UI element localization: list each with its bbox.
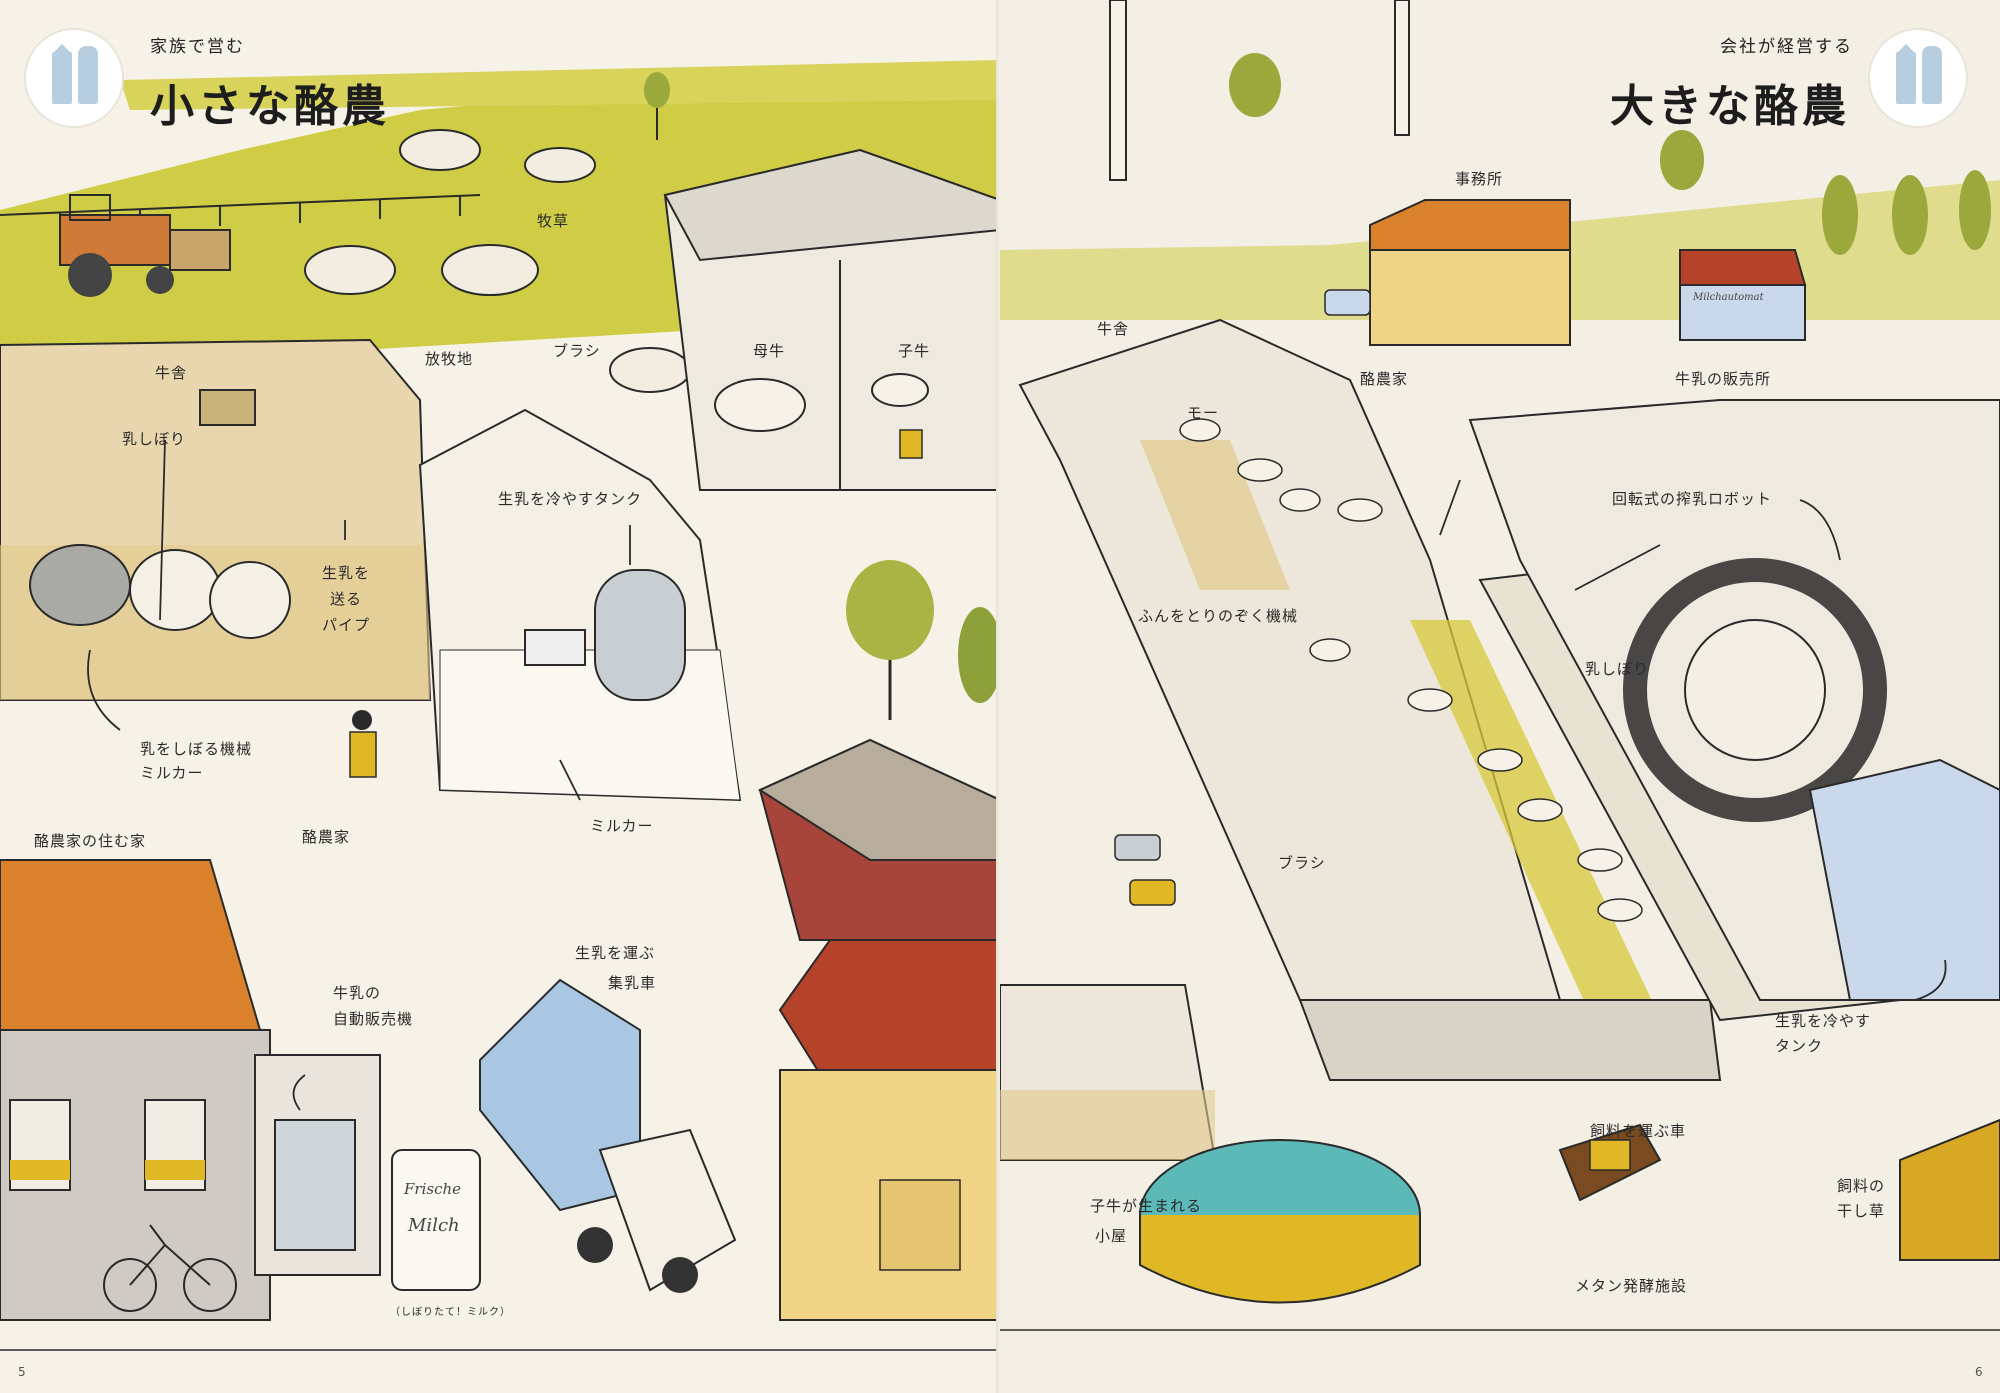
label-tank-line2: タンク xyxy=(1775,1037,1824,1055)
label-vending-line2: 自動販売機 xyxy=(333,1010,414,1028)
label-gyusha-right: 牛舎 xyxy=(1097,320,1130,338)
sign-word-frische: Frische xyxy=(404,1180,462,1198)
label-feed-truck: 飼料を運ぶ車 xyxy=(1590,1122,1687,1140)
label-pipe-line3: パイプ xyxy=(322,616,371,634)
farmer-figure xyxy=(349,710,377,778)
far-field xyxy=(120,60,1000,110)
calf-shed xyxy=(663,148,1000,491)
label-hay-line2: 干し草 xyxy=(1837,1202,1886,1220)
label-bokuso: 牧草 xyxy=(537,212,570,230)
label-vending-line1: 牛乳の xyxy=(333,984,382,1002)
label-chishibori-right: 乳しぼり xyxy=(1585,660,1650,678)
milk-sign-board xyxy=(391,1149,481,1291)
label-rakunouka-right: 酪農家 xyxy=(1360,370,1409,388)
tree-top xyxy=(644,72,670,140)
milk-bottle-icon xyxy=(78,46,98,104)
label-hahaushi: 母牛 xyxy=(753,342,786,360)
right-page-large-dairy: 会社が経営する 大きな酪農 事務所 Milchautomat 牛舎 酪農家 牛乳… xyxy=(1000,0,2000,1393)
label-house: 酪農家の住む家 xyxy=(34,832,147,850)
sign-caption: （しぼりたて！ミルク） xyxy=(390,1307,511,1318)
barn-cows xyxy=(1179,418,1643,922)
large-dairy-scene xyxy=(1000,0,2000,1331)
page-number-right: 6 xyxy=(1975,1365,1983,1379)
label-tank: 生乳を冷やすタンク xyxy=(498,490,643,508)
label-machine-line1: 乳をしぼる機械 xyxy=(140,740,253,758)
label-pipe-line1: 生乳を xyxy=(322,564,371,582)
label-tank-line1: 生乳を冷やす xyxy=(1775,1012,1872,1030)
tank-building xyxy=(1808,758,2000,1001)
label-moo: モー xyxy=(1187,404,1220,422)
tree-row xyxy=(1229,53,1991,255)
label-machine-line2: ミルカー xyxy=(140,764,204,782)
small-dairy-scene xyxy=(0,60,1000,1351)
label-truck-line2: 集乳車 xyxy=(608,974,657,992)
milk-collection-truck xyxy=(479,978,737,1293)
label-methane: メタン発酵施設 xyxy=(1575,1277,1688,1295)
label-koushi: 子牛 xyxy=(898,342,931,360)
right-subtitle: 会社が経営する xyxy=(1720,37,1853,57)
small-house-right xyxy=(778,939,1000,1321)
cars xyxy=(1114,289,1371,906)
milk-badge-left xyxy=(26,30,122,126)
label-shop: 牛乳の販売所 xyxy=(1675,370,1772,388)
barn-brown-roof xyxy=(757,738,1000,941)
label-pipe-line2: 送る xyxy=(330,590,363,608)
right-title: 大きな酪農 xyxy=(1610,81,1850,132)
left-page-small-dairy: 家族で営む 小さな酪農 牧草 放牧地 ブラシ 牛舎 乳しぼり 母牛 子牛 生乳を… xyxy=(0,0,1000,1393)
vending-booth xyxy=(254,1054,381,1276)
milk-room xyxy=(418,408,742,802)
label-chishibori: 乳しぼり xyxy=(122,430,187,448)
shop-sign-text: Milchautomat xyxy=(1693,292,1764,303)
farmhouse xyxy=(0,859,271,1321)
methane-tank xyxy=(1139,1139,1421,1304)
pasture-cows xyxy=(304,129,691,393)
pointer-arrows-right xyxy=(1439,479,1947,1001)
office-building xyxy=(1369,199,1571,346)
milk-badge-right xyxy=(1870,30,1966,126)
left-title: 小さな酪農 xyxy=(150,81,390,132)
trees-mid xyxy=(846,560,1000,720)
milk-bottle-icon xyxy=(1922,46,1942,104)
bicycle xyxy=(103,1224,237,1312)
label-fun: ふんをとりのぞく機械 xyxy=(1138,607,1299,625)
pasture-fence xyxy=(0,194,481,216)
page-number-left: 5 xyxy=(18,1365,26,1379)
milk-carton-icon xyxy=(52,52,72,104)
tractor xyxy=(59,194,231,297)
main-cowshed xyxy=(0,338,432,701)
label-robot: 回転式の搾乳ロボット xyxy=(1612,490,1773,508)
milk-shop xyxy=(1679,249,1807,341)
label-burashi: ブラシ xyxy=(553,342,601,360)
label-rakunouka: 酪農家 xyxy=(302,828,351,846)
label-truck-line1: 生乳を運ぶ xyxy=(575,944,656,962)
wind-turbines xyxy=(1109,0,1410,181)
pointer-arrows xyxy=(87,439,631,1111)
feed-truck xyxy=(1558,1123,1662,1202)
calf-barn xyxy=(1000,984,1217,1161)
label-hay-line1: 飼料の xyxy=(1837,1177,1886,1195)
label-calf-line2: 小屋 xyxy=(1095,1227,1128,1245)
hay-shed xyxy=(1899,1118,2000,1261)
milk-carton-icon xyxy=(1896,52,1916,104)
label-gyusha: 牛舎 xyxy=(155,364,188,382)
label-houbokuchi: 放牧地 xyxy=(425,350,474,368)
left-subtitle: 家族で営む xyxy=(150,37,245,57)
label-office: 事務所 xyxy=(1455,170,1504,188)
label-calf-line1: 子牛が生まれる xyxy=(1090,1197,1203,1215)
label-burashi-right: ブラシ xyxy=(1278,854,1326,872)
sign-word-milch: Milch xyxy=(408,1215,460,1236)
label-milker: ミルカー xyxy=(590,817,654,835)
